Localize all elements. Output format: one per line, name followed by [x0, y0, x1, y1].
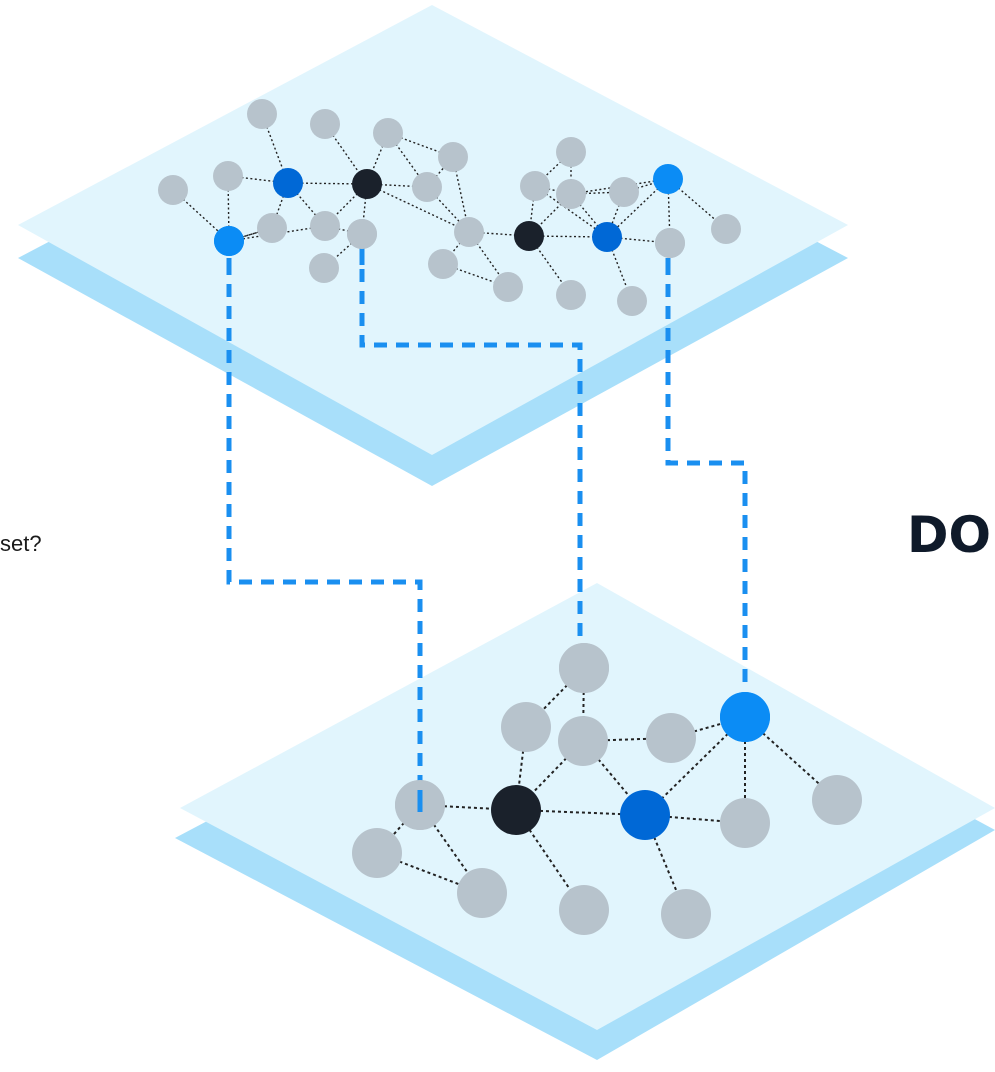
upper-node: [257, 213, 287, 243]
lower-node: [559, 885, 609, 935]
connector-1: [226, 262, 423, 805]
upper-node: [310, 109, 340, 139]
upper-edge: [271, 182, 289, 229]
upper-edge: [570, 178, 669, 195]
lower-node: [646, 713, 696, 763]
right-text-fragment: DO: [907, 506, 992, 564]
upper-node: [520, 171, 550, 201]
lower-node: [457, 868, 507, 918]
upper-node: [352, 169, 382, 199]
upper-node: [711, 214, 741, 244]
connector-endpoint-node: [347, 219, 377, 249]
upper-node: [373, 118, 403, 148]
upper-node: [617, 286, 647, 316]
lower-node: [491, 785, 541, 835]
upper-node: [273, 168, 303, 198]
upper-node: [556, 280, 586, 310]
upper-plane-top: [18, 5, 848, 455]
upper-node: [309, 253, 339, 283]
lower-node: [352, 828, 402, 878]
connector-endpoint-node: [559, 643, 609, 693]
upper-edge: [366, 183, 470, 233]
lower-plane-top: [180, 583, 995, 1030]
lower-node: [661, 889, 711, 939]
upper-node: [438, 142, 468, 172]
lower-edge: [644, 814, 746, 824]
upper-node: [653, 164, 683, 194]
upper-node: [592, 222, 622, 252]
upper-node: [493, 272, 523, 302]
lower-node: [501, 702, 551, 752]
upper-node: [556, 179, 586, 209]
lower-edge: [376, 804, 421, 854]
upper-node: [454, 217, 484, 247]
connector-endpoint-node: [655, 228, 685, 258]
lower-node: [720, 798, 770, 848]
upper-node: [310, 211, 340, 241]
upper-node: [213, 161, 243, 191]
upper-node: [556, 137, 586, 167]
upper-node: [158, 175, 188, 205]
upper-node: [428, 249, 458, 279]
overlay-nodes: [214, 219, 770, 830]
inter-layer-connectors: [226, 247, 748, 805]
upper-edge: [623, 178, 669, 193]
connector-endpoint-node: [214, 226, 244, 256]
upper-node: [412, 172, 442, 202]
connector-endpoint-node: [720, 692, 770, 742]
upper-edge: [261, 113, 289, 184]
upper-edge: [324, 123, 368, 185]
upper-layer: [18, 5, 848, 486]
connector-2: [359, 247, 583, 660]
upper-node: [514, 221, 544, 251]
upper-edge: [606, 191, 625, 238]
upper-node: [609, 177, 639, 207]
lower-node: [620, 790, 670, 840]
lower-node: [558, 716, 608, 766]
left-text-fragment: set?: [0, 531, 42, 556]
connector-3: [665, 262, 748, 690]
upper-node: [247, 99, 277, 129]
lower-node: [812, 775, 862, 825]
